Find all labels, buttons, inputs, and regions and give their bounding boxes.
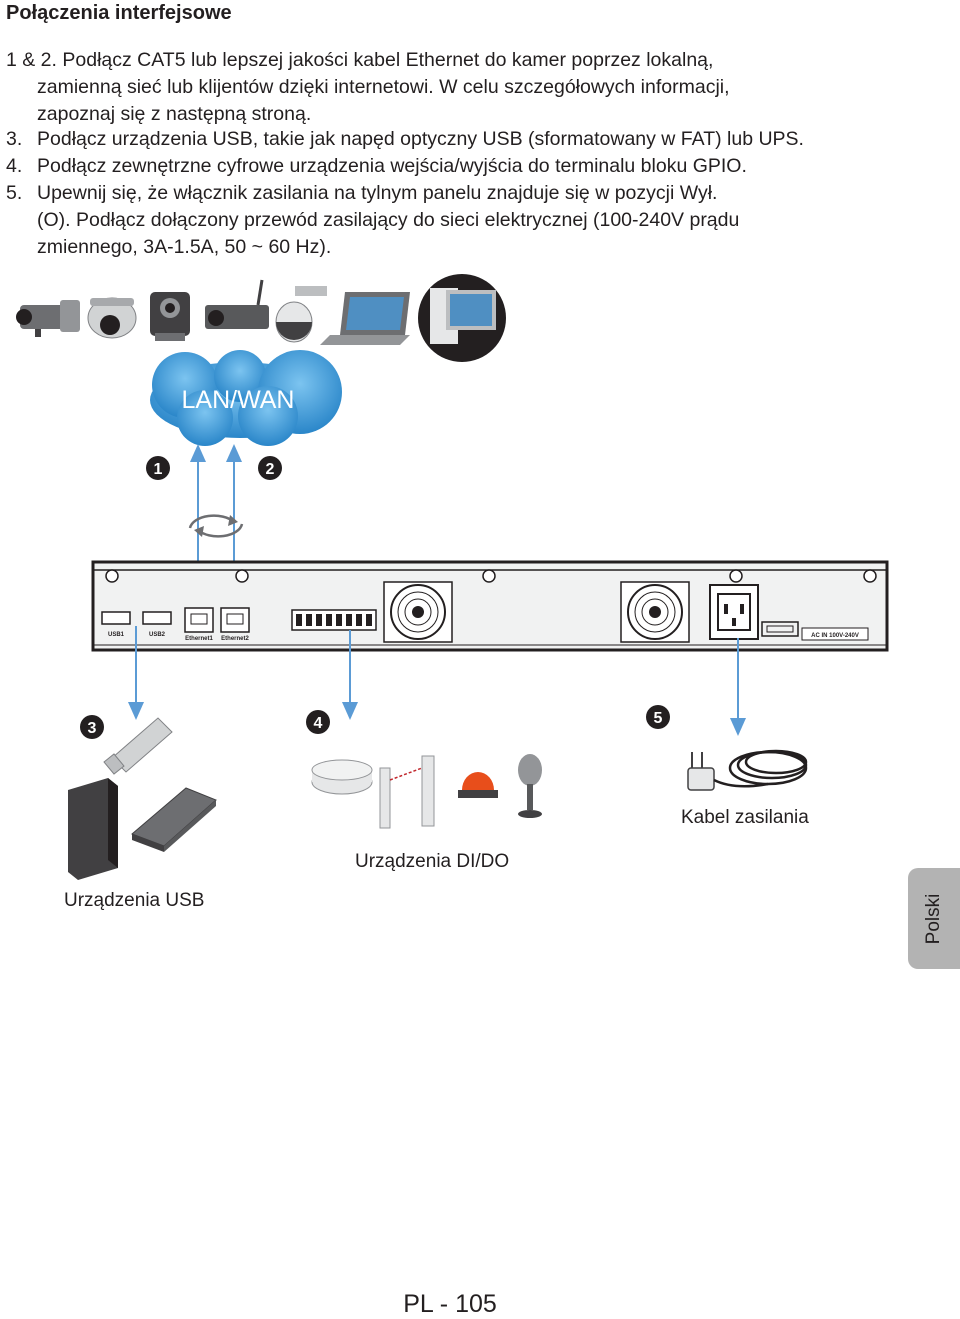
bidirectional-rotation-icon — [188, 514, 244, 538]
alarm-light-icon — [458, 772, 498, 798]
step-4: 4. Podłącz zewnętrzne cyfrowe urządzenia … — [6, 153, 747, 180]
marker-2: 2 — [258, 456, 282, 480]
cloud-label: LAN/WAN — [182, 386, 295, 414]
network-devices-row — [16, 274, 506, 362]
marker-3-label: 3 — [88, 720, 97, 737]
page-number: PL - 105 — [403, 1290, 497, 1318]
step-3-number: 3. — [6, 128, 23, 150]
marker-2-label: 2 — [266, 461, 275, 478]
optical-drive-icon — [131, 787, 217, 852]
dido-devices-label: Urządzenia DI/DO — [355, 851, 510, 872]
step-4-number: 4. — [6, 155, 23, 177]
power-cable-icon — [687, 749, 808, 791]
step-1-2-line-2: zamienną sieć lub klijentów dzięki inter… — [37, 76, 730, 98]
step-5-line-1: Upewnij się, że włącznik zasilania na ty… — [37, 182, 718, 204]
laptop-icon — [320, 292, 410, 345]
step-3: 3. Podłącz urządzenia USB, takie jak napę… — [6, 126, 804, 153]
external-hdd-icon — [68, 778, 118, 880]
rear-panel: USB1 USB2 Ethernet1 Ethernet2 — [91, 560, 889, 652]
usb-flash-drive-icon — [103, 717, 173, 775]
language-tab-label: Polski — [923, 893, 944, 944]
marker-5: 5 — [646, 705, 670, 729]
ethernet-port-2: Ethernet2 — [220, 607, 250, 642]
page-title: Połączenia interfejsowe — [6, 2, 232, 24]
usb-port-2: USB2 — [142, 611, 172, 638]
usb-port-1: USB1 — [101, 611, 131, 638]
speed-dome-icon — [275, 286, 327, 343]
power-socket: AC IN 100V-240V — [709, 584, 869, 641]
dome-camera-icon — [87, 297, 137, 339]
smoke-detector-icon — [311, 759, 373, 795]
cube-camera-icon — [150, 292, 190, 341]
power-socket-label: AC IN 100V-240V — [811, 633, 859, 639]
step-5-line-3: zmiennego, 3A-1.5A, 50 ~ 60 Hz). — [37, 236, 332, 258]
desktop-pc-icon — [418, 274, 506, 362]
power-cable-label: Kabel zasilania — [681, 807, 809, 828]
step-5-number: 5. — [6, 182, 23, 204]
usb-port-2-label: USB2 — [149, 632, 166, 638]
fan-right-icon — [620, 581, 690, 643]
marker-1-label: 1 — [154, 461, 163, 478]
step-1-2-line-1: Podłącz CAT5 lub lepszej jakości kabel E… — [62, 49, 714, 71]
language-tab: Polski — [908, 868, 960, 969]
marker-4-label: 4 — [314, 715, 323, 732]
step-5: 5. Upewnij się, że włącznik zasilania na … — [6, 180, 739, 261]
ethernet-port-1-label: Ethernet1 — [185, 636, 213, 642]
door-sensor-icon — [379, 755, 435, 829]
step-1-2-number: 1 & 2. — [6, 49, 57, 71]
box-camera-icon — [16, 300, 80, 337]
usb-devices-label: Urządzenia USB — [64, 890, 205, 911]
lan-wan-cloud: LAN/WAN — [150, 350, 342, 446]
marker-5-label: 5 — [654, 710, 663, 727]
step-1-2-line-3: zapoznaj się z następną stroną. — [37, 103, 312, 125]
marker-3: 3 — [80, 715, 104, 739]
marker-4: 4 — [306, 710, 330, 734]
step-1-2: 1 & 2. Podłącz CAT5 lub lepszej jakości … — [6, 47, 730, 128]
video-server-icon — [205, 279, 269, 329]
step-3-text: Podłącz urządzenia USB, takie jak napęd … — [37, 128, 804, 150]
gpio-terminal-block — [291, 609, 377, 631]
step-5-line-2: (O). Podłącz dołączony przewód zasilając… — [37, 209, 740, 231]
usb-port-1-label: USB1 — [108, 632, 125, 638]
step-4-text: Podłącz zewnętrzne cyfrowe urządzenia we… — [37, 155, 747, 177]
microphone-icon — [518, 754, 542, 818]
fan-left-icon — [383, 581, 453, 643]
ethernet-port-2-label: Ethernet2 — [221, 636, 249, 642]
ethernet-port-1: Ethernet1 — [184, 607, 214, 642]
marker-1: 1 — [146, 456, 170, 480]
